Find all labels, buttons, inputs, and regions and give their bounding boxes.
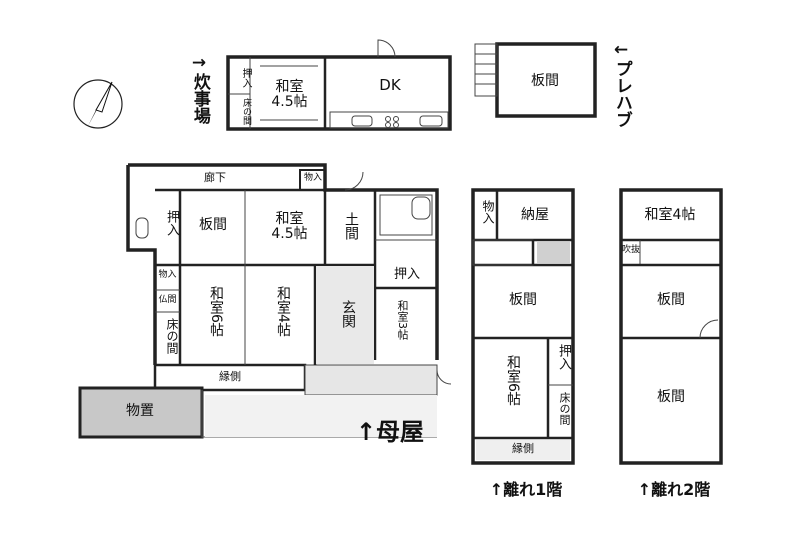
main-rouka-label: 廊下 — [204, 171, 226, 184]
main-itama-label: 板間 — [199, 217, 227, 233]
a2-itama-lower-label: 板間 — [657, 389, 685, 405]
kitchen-caption-text: 炊事場 — [189, 72, 210, 124]
main-doma-label: 土間 — [343, 212, 359, 240]
main-washitsu45-size: 4.5帖 — [271, 225, 308, 242]
a1-tokonoma-label: 床の間 — [558, 392, 571, 425]
main-washitsu6-size: 6帖 — [208, 314, 224, 337]
a1-monoire-label: 物入 — [481, 200, 495, 224]
main-washitsu6-label: 和室6帖 — [203, 286, 224, 337]
main-caption-arrow: ↑ — [355, 418, 377, 446]
main-house-walls — [78, 163, 452, 439]
main-caption-text: 母屋 — [376, 418, 425, 446]
main-monoire-top-label: 物入 — [303, 173, 322, 183]
main-washitsu6-name: 和室 — [208, 286, 224, 314]
main-genkan-label: 玄関 — [340, 300, 356, 328]
a2-caption-arrow: ↑ — [637, 480, 652, 499]
a2-washitsu-label: 和室4帖 — [644, 207, 696, 223]
annex-kitchen-walls — [226, 39, 452, 131]
kitchen-dk-label: DK — [379, 76, 401, 94]
a1-caption-text: 離れ1階 — [503, 480, 563, 499]
prefab-caption: ← プレハブ — [608, 40, 634, 133]
a1-naya-label: 納屋 — [521, 207, 549, 223]
a1-itama-label: 板間 — [509, 292, 537, 308]
prefab-caption-arrow: ← — [613, 40, 629, 60]
annex-1f-walls — [471, 188, 575, 465]
kitchen-caption: → 炊事場 — [188, 53, 210, 129]
a2-fukinuke-label: 吹抜 — [621, 245, 640, 255]
a1-washitsu-size: 6帖 — [505, 383, 521, 406]
kitchen-washitsu-size: 4.5帖 — [271, 93, 308, 110]
main-washitsu4-label: 和室4帖 — [270, 286, 291, 337]
main-washitsu4-name: 和室 — [275, 286, 291, 314]
a1-washitsu-label: 和室6帖 — [500, 355, 521, 406]
main-oshiire-mid-label: 押入 — [393, 267, 420, 282]
main-washitsu3-name: 和室 — [396, 300, 409, 322]
main-monooki-label: 物置 — [126, 403, 154, 419]
main-engawa-label: 縁側 — [219, 370, 241, 383]
annex-2f-walls — [619, 188, 723, 465]
main-washitsu45-name: 和室 — [275, 211, 304, 227]
main-oshiire-left-label: 押入 — [164, 210, 179, 236]
main-tokonoma-label: 床の間 — [165, 318, 179, 354]
main-washitsu3-label: 和室3帖 — [392, 300, 409, 340]
annex-1f-caption: ↑離れ1階 — [476, 480, 576, 499]
prefab-caption-text: プレハブ — [611, 59, 632, 128]
kitchen-oshiire-label: 押入 — [240, 68, 251, 88]
a1-engawa-label: 縁側 — [512, 442, 534, 455]
prefab-walls — [474, 42, 597, 118]
kitchen-washitsu-name: 和室 — [275, 79, 304, 95]
main-washitsu3-size: 3帖 — [396, 322, 409, 340]
a1-oshiire-label: 押入 — [556, 344, 571, 370]
main-monoire-left-label: 物入 — [158, 270, 177, 280]
a1-washitsu-name: 和室 — [505, 355, 521, 383]
main-washitsu45-label: 和室 4.5帖 — [262, 212, 317, 241]
main-house-caption: ↑母屋 — [345, 418, 435, 446]
main-butsuma-label: 仏間 — [158, 295, 177, 305]
a2-caption-text: 離れ2階 — [651, 480, 711, 499]
a2-itama-upper-label: 板間 — [657, 292, 685, 308]
compass-icon — [73, 79, 123, 129]
main-washitsu4-size: 4帖 — [275, 314, 291, 337]
kitchen-tokonoma-label: 床の間 — [241, 98, 251, 125]
annex-2f-caption: ↑離れ2階 — [624, 480, 724, 499]
prefab-room-label: 板間 — [531, 73, 559, 89]
caption-arrow-right: → — [191, 53, 207, 73]
kitchen-washitsu-label: 和室 4.5帖 — [262, 80, 317, 109]
a1-caption-arrow: ↑ — [489, 480, 504, 499]
